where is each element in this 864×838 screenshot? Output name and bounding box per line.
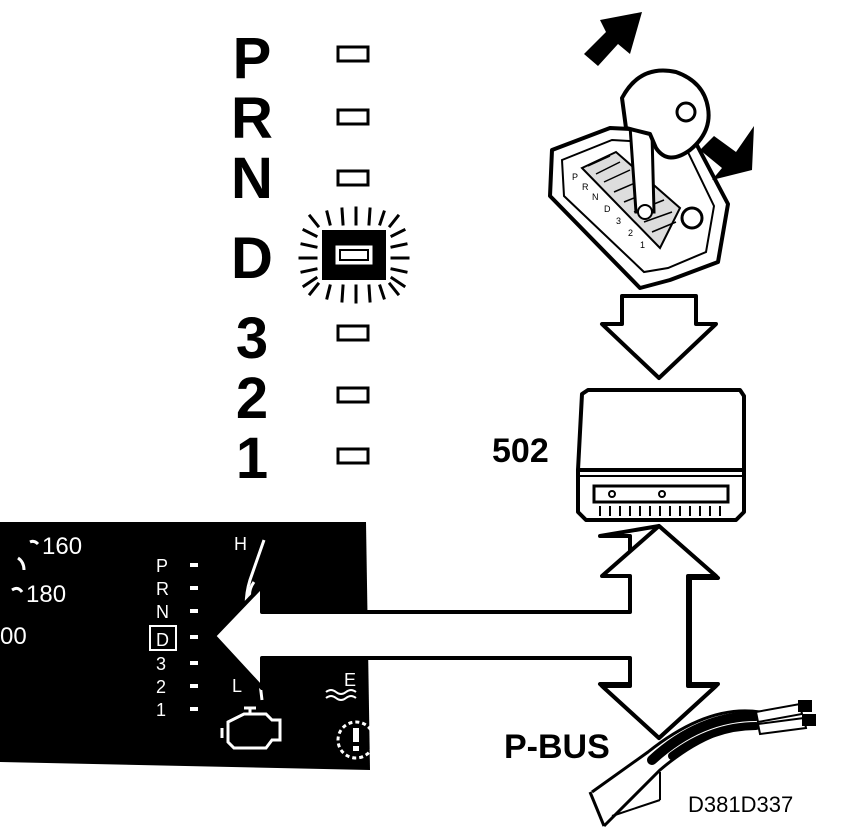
bus-double-arrow (212, 524, 718, 740)
lever-backward-arrow (700, 126, 754, 180)
cluster-gear-3: 3 (156, 654, 166, 674)
control-unit-502 (576, 388, 746, 522)
gate-letter-p: P (572, 172, 578, 182)
figure-code: D381D337 (688, 792, 793, 817)
gear-letter-1: 1 (236, 426, 268, 491)
cluster-gear-n: N (156, 602, 169, 622)
cluster-gear-2: 2 (156, 677, 166, 697)
instrument-cluster: 160 180 00 P R N D 3 2 1 (0, 522, 376, 770)
gear-lamp-1 (336, 447, 370, 465)
temp-low-label: L (232, 676, 242, 696)
pbus-cable (588, 700, 816, 828)
gear-letter-p: P (233, 26, 272, 91)
gear-lamp-n (336, 169, 370, 187)
gear-letter-2: 2 (236, 366, 268, 431)
cluster-gear-list: P R N D 3 2 1 (149, 556, 198, 720)
lever-knob (620, 68, 711, 160)
gear-indicator-panel: P R N D 3 2 1 (231, 26, 410, 491)
gate-letter-1: 1 (640, 240, 645, 250)
lever-to-unit-arrow (600, 294, 718, 380)
gate-letters: P R N D 3 2 1 (572, 172, 645, 250)
cluster-gear-d-box (149, 625, 177, 651)
cluster-gear-d: D (156, 630, 169, 650)
gate-letter-n: N (592, 192, 599, 202)
control-unit-label: 502 (492, 432, 549, 470)
fuel-empty-label: E (344, 670, 356, 690)
connector-pins (599, 506, 721, 516)
knob-release-button (675, 101, 697, 123)
gear-letter-n: N (231, 146, 273, 211)
gear-selector-lever: P R N D 3 2 1 (548, 68, 730, 290)
gate-letter-d: D (604, 204, 611, 214)
temp-high-label: H (234, 534, 247, 554)
cluster-gear-r: R (156, 579, 169, 599)
gear-letter-3: 3 (236, 306, 268, 371)
gate-letter-r: R (582, 182, 589, 192)
pbus-label: P-BUS (504, 728, 610, 766)
gear-letter-d: D (231, 226, 273, 291)
gear-lamp-d-active (298, 206, 410, 304)
speed-mark-180: 180 (26, 581, 66, 608)
gear-letter-r: R (231, 86, 273, 151)
engine-warning-icon (220, 706, 282, 750)
cluster-gear-p: P (156, 556, 168, 576)
gate-letter-2: 2 (628, 228, 633, 238)
gate-letter-3: 3 (616, 216, 621, 226)
glow-rays (298, 206, 410, 304)
lever-base-button (680, 206, 704, 230)
gear-lamp-p (336, 45, 370, 63)
lever-forward-arrow (584, 12, 642, 66)
cluster-gear-1: 1 (156, 700, 166, 720)
brake-warning-icon (336, 720, 376, 760)
gear-lamp-3 (336, 324, 370, 342)
gear-lamp-r (336, 108, 370, 126)
gear-lamp-2 (336, 386, 370, 404)
speed-mark-200: 00 (0, 623, 27, 650)
coolant-icon (325, 689, 357, 701)
speed-mark-160: 160 (42, 533, 82, 560)
